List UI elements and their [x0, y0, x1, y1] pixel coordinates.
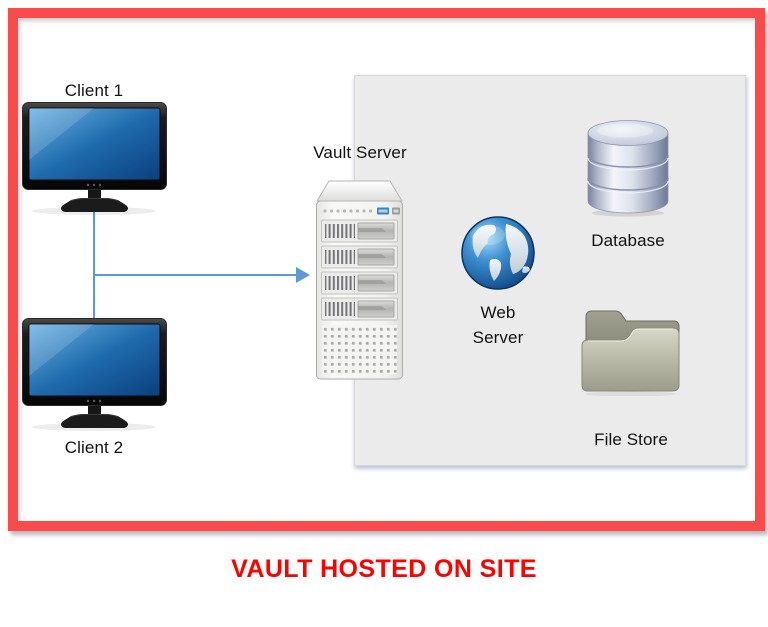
desktop-monitor-icon — [22, 318, 167, 431]
database-node — [587, 119, 669, 217]
file-store-node — [578, 302, 683, 396]
connector-client1-to-client2 — [93, 212, 95, 324]
onsite-panel — [354, 75, 746, 466]
tower-server-icon — [316, 180, 403, 380]
server-drive-bays — [321, 219, 398, 321]
folder-icon — [581, 310, 680, 396]
web-server-label: Web Server — [472, 303, 524, 347]
client1-node — [22, 102, 167, 216]
connector-clients-to-server — [93, 274, 297, 276]
client1-label: Client 1 — [64, 81, 124, 100]
client2-label: Client 2 — [64, 438, 124, 457]
web-server-node — [460, 215, 536, 291]
globe-icon — [461, 216, 535, 290]
vault-server-label: Vault Server — [313, 143, 407, 162]
server-status-dots — [323, 209, 373, 213]
database-cylinder-icon — [587, 120, 669, 217]
server-vent-mesh — [322, 325, 397, 374]
database-label: Database — [591, 231, 665, 250]
diagram-title: VAULT HOSTED ON SITE — [231, 555, 537, 583]
desktop-monitor-icon — [22, 102, 167, 215]
diagram-border-frame — [8, 8, 765, 531]
right-arrow-icon — [296, 267, 310, 283]
client2-node — [22, 318, 167, 432]
vault-server-node — [316, 180, 403, 383]
file-store-label: File Store — [594, 430, 668, 449]
